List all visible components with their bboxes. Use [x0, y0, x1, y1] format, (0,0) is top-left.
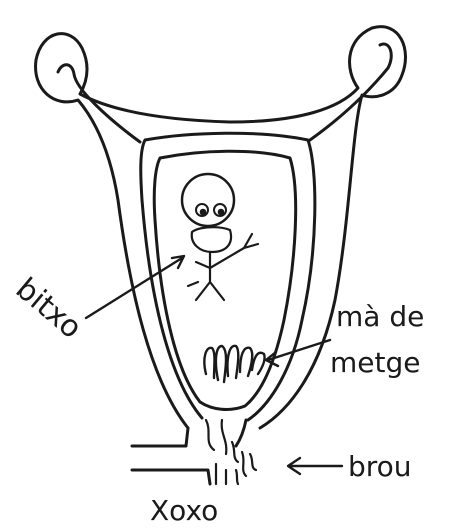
broth-marks	[206, 420, 256, 484]
birth-canal-right	[236, 420, 246, 446]
fetus-pupil-left	[201, 210, 205, 214]
fetus-body	[188, 234, 258, 300]
label-xoxo: Xoxo	[150, 494, 218, 526]
label-brou: brou	[348, 450, 412, 483]
fetus-head	[182, 174, 234, 226]
doctor-hand	[204, 346, 264, 382]
birth-canal-left-lower	[132, 470, 210, 484]
arrow-bitxo	[86, 256, 184, 318]
fetus-pupil-right	[219, 210, 223, 214]
arrow-brou	[288, 458, 342, 474]
label-ma-de-metge-line1: mà de	[336, 300, 424, 333]
label-bitxo: bitxo	[9, 271, 88, 346]
fetus-face	[192, 227, 231, 252]
arrow-ma-de-metge	[266, 340, 330, 366]
birth-canal-left	[132, 428, 188, 446]
label-ma-de-metge-line2: metge	[330, 346, 420, 379]
